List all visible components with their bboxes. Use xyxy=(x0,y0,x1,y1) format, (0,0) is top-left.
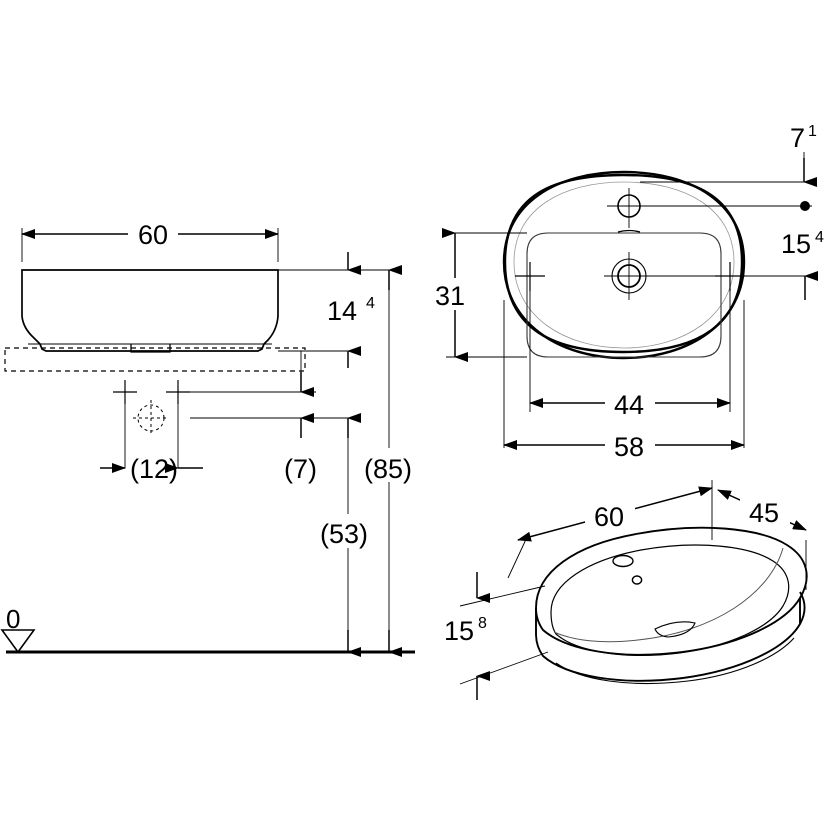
dim-label-15-plan: 15 xyxy=(781,229,811,259)
perspective-tap-hole xyxy=(612,554,634,568)
dim-label-31: 31 xyxy=(435,281,465,311)
dim-label-7-plan: 7 xyxy=(790,123,805,153)
dim-label-58: 58 xyxy=(614,432,644,462)
basin-outer-edge xyxy=(502,170,746,360)
counter-cutout-dashed xyxy=(4,347,306,372)
dim-label-45-perspective: 45 xyxy=(749,498,779,528)
datum-zero-label: 0 xyxy=(6,604,20,634)
dimension-dot-marker xyxy=(800,201,810,211)
dimension-bracket-85: (85) xyxy=(362,265,424,657)
dim-label-85: (85) xyxy=(364,454,412,484)
datum-triangle-icon xyxy=(0,629,36,654)
dim-sup-15-plan: 4 xyxy=(815,229,824,246)
perspective-overflow xyxy=(631,575,643,585)
dim-label-7: (7) xyxy=(284,454,317,484)
dimension-bracket-7: (7) xyxy=(284,372,317,484)
overflow-slot xyxy=(617,229,641,233)
perspective-waste-outlet xyxy=(654,621,696,638)
perspective-view: 60 45 15 8 xyxy=(444,480,808,700)
dimension-holes-44: 44 xyxy=(529,387,731,420)
plan-view: 7 1 15 4 31 44 58 xyxy=(432,123,824,462)
basin-rim-inner-line xyxy=(513,181,735,349)
floor-datum: 0 xyxy=(0,604,415,654)
dim-label-12: (12) xyxy=(130,454,178,484)
dimension-depth-31: 31 xyxy=(432,228,476,362)
dim-sup-7-plan: 1 xyxy=(808,123,817,140)
dimension-width-60: 60 xyxy=(21,218,279,250)
dimension-7-1: 7 1 xyxy=(790,123,817,187)
dimension-depth-45-perspective: 45 xyxy=(717,489,807,531)
dim-label-53: (53) xyxy=(320,519,368,549)
dimension-length-60-perspective: 60 xyxy=(517,486,713,542)
dimension-height-15-8: 15 8 xyxy=(444,572,490,700)
dimension-height-14-4: 14 4 xyxy=(327,252,375,368)
basin-base-line xyxy=(555,637,795,685)
dim-label-60-front: 60 xyxy=(138,220,168,250)
basin-bowl-opening xyxy=(550,544,790,656)
dim-sup-14-front: 4 xyxy=(366,295,375,312)
dimension-bracket-12: (12) xyxy=(100,454,203,484)
dim-sup-15-perspective: 8 xyxy=(478,615,487,632)
dimension-width-58: 58 xyxy=(503,429,745,462)
dim-label-14-front: 14 xyxy=(327,296,357,326)
dimension-15-4: 15 4 xyxy=(781,229,824,300)
basin-inner-contour xyxy=(526,232,722,358)
bowl-inner-sweep xyxy=(553,547,784,643)
front-elevation-view: 60 14 4 (7) (12) (53) xyxy=(0,218,424,657)
dim-label-44: 44 xyxy=(614,390,644,420)
dim-label-60-perspective: 60 xyxy=(594,502,624,532)
plan-extension-lines xyxy=(446,152,812,448)
dim-label-15-perspective: 15 xyxy=(444,616,474,646)
dimension-bracket-53: (53) xyxy=(318,413,380,657)
